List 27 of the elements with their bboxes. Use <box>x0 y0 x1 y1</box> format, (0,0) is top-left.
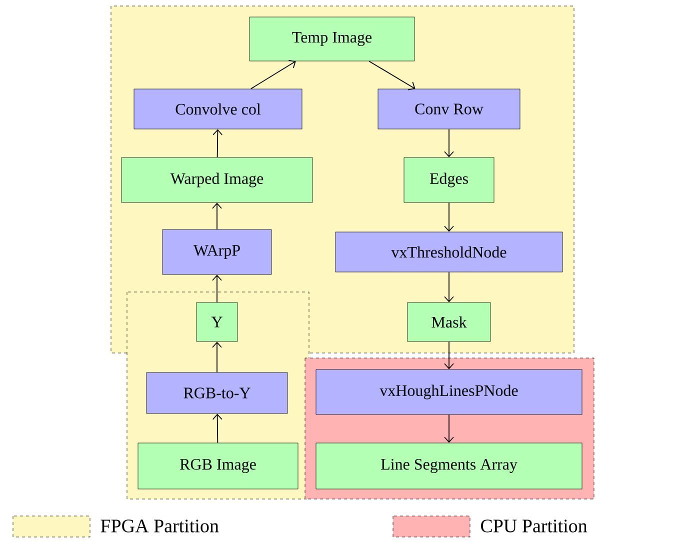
process-box: WArpP <box>162 229 272 275</box>
arrow <box>212 414 222 444</box>
arrow <box>444 341 454 370</box>
data-box: Temp Image <box>249 16 415 62</box>
arrow <box>444 414 454 443</box>
process-box: Conv Row <box>378 88 520 130</box>
data-box: RGB Image <box>138 442 298 490</box>
data-box: Warped Image <box>121 157 313 203</box>
legend-label: CPU Partition <box>481 520 588 532</box>
data-box: Edges <box>404 157 494 203</box>
process-box: vxHoughLinesPNode <box>316 369 582 415</box>
arrow <box>212 342 222 373</box>
process-box: RGB-to-Y <box>146 372 288 414</box>
arrow <box>212 274 222 303</box>
arrow <box>212 129 223 158</box>
arrow <box>250 60 296 90</box>
arrow <box>444 202 454 232</box>
data-box: Y <box>196 302 238 342</box>
process-box: vxThresholdNode <box>335 232 563 272</box>
arrow <box>444 128 454 158</box>
arrow <box>368 60 416 90</box>
legend-label: FPGA Partition <box>100 520 219 532</box>
arrow <box>444 272 454 302</box>
arrow <box>212 202 222 230</box>
data-box: Mask <box>407 302 491 342</box>
process-box: Convolve col <box>134 88 302 130</box>
data-box: Line Segments Array <box>316 442 582 490</box>
